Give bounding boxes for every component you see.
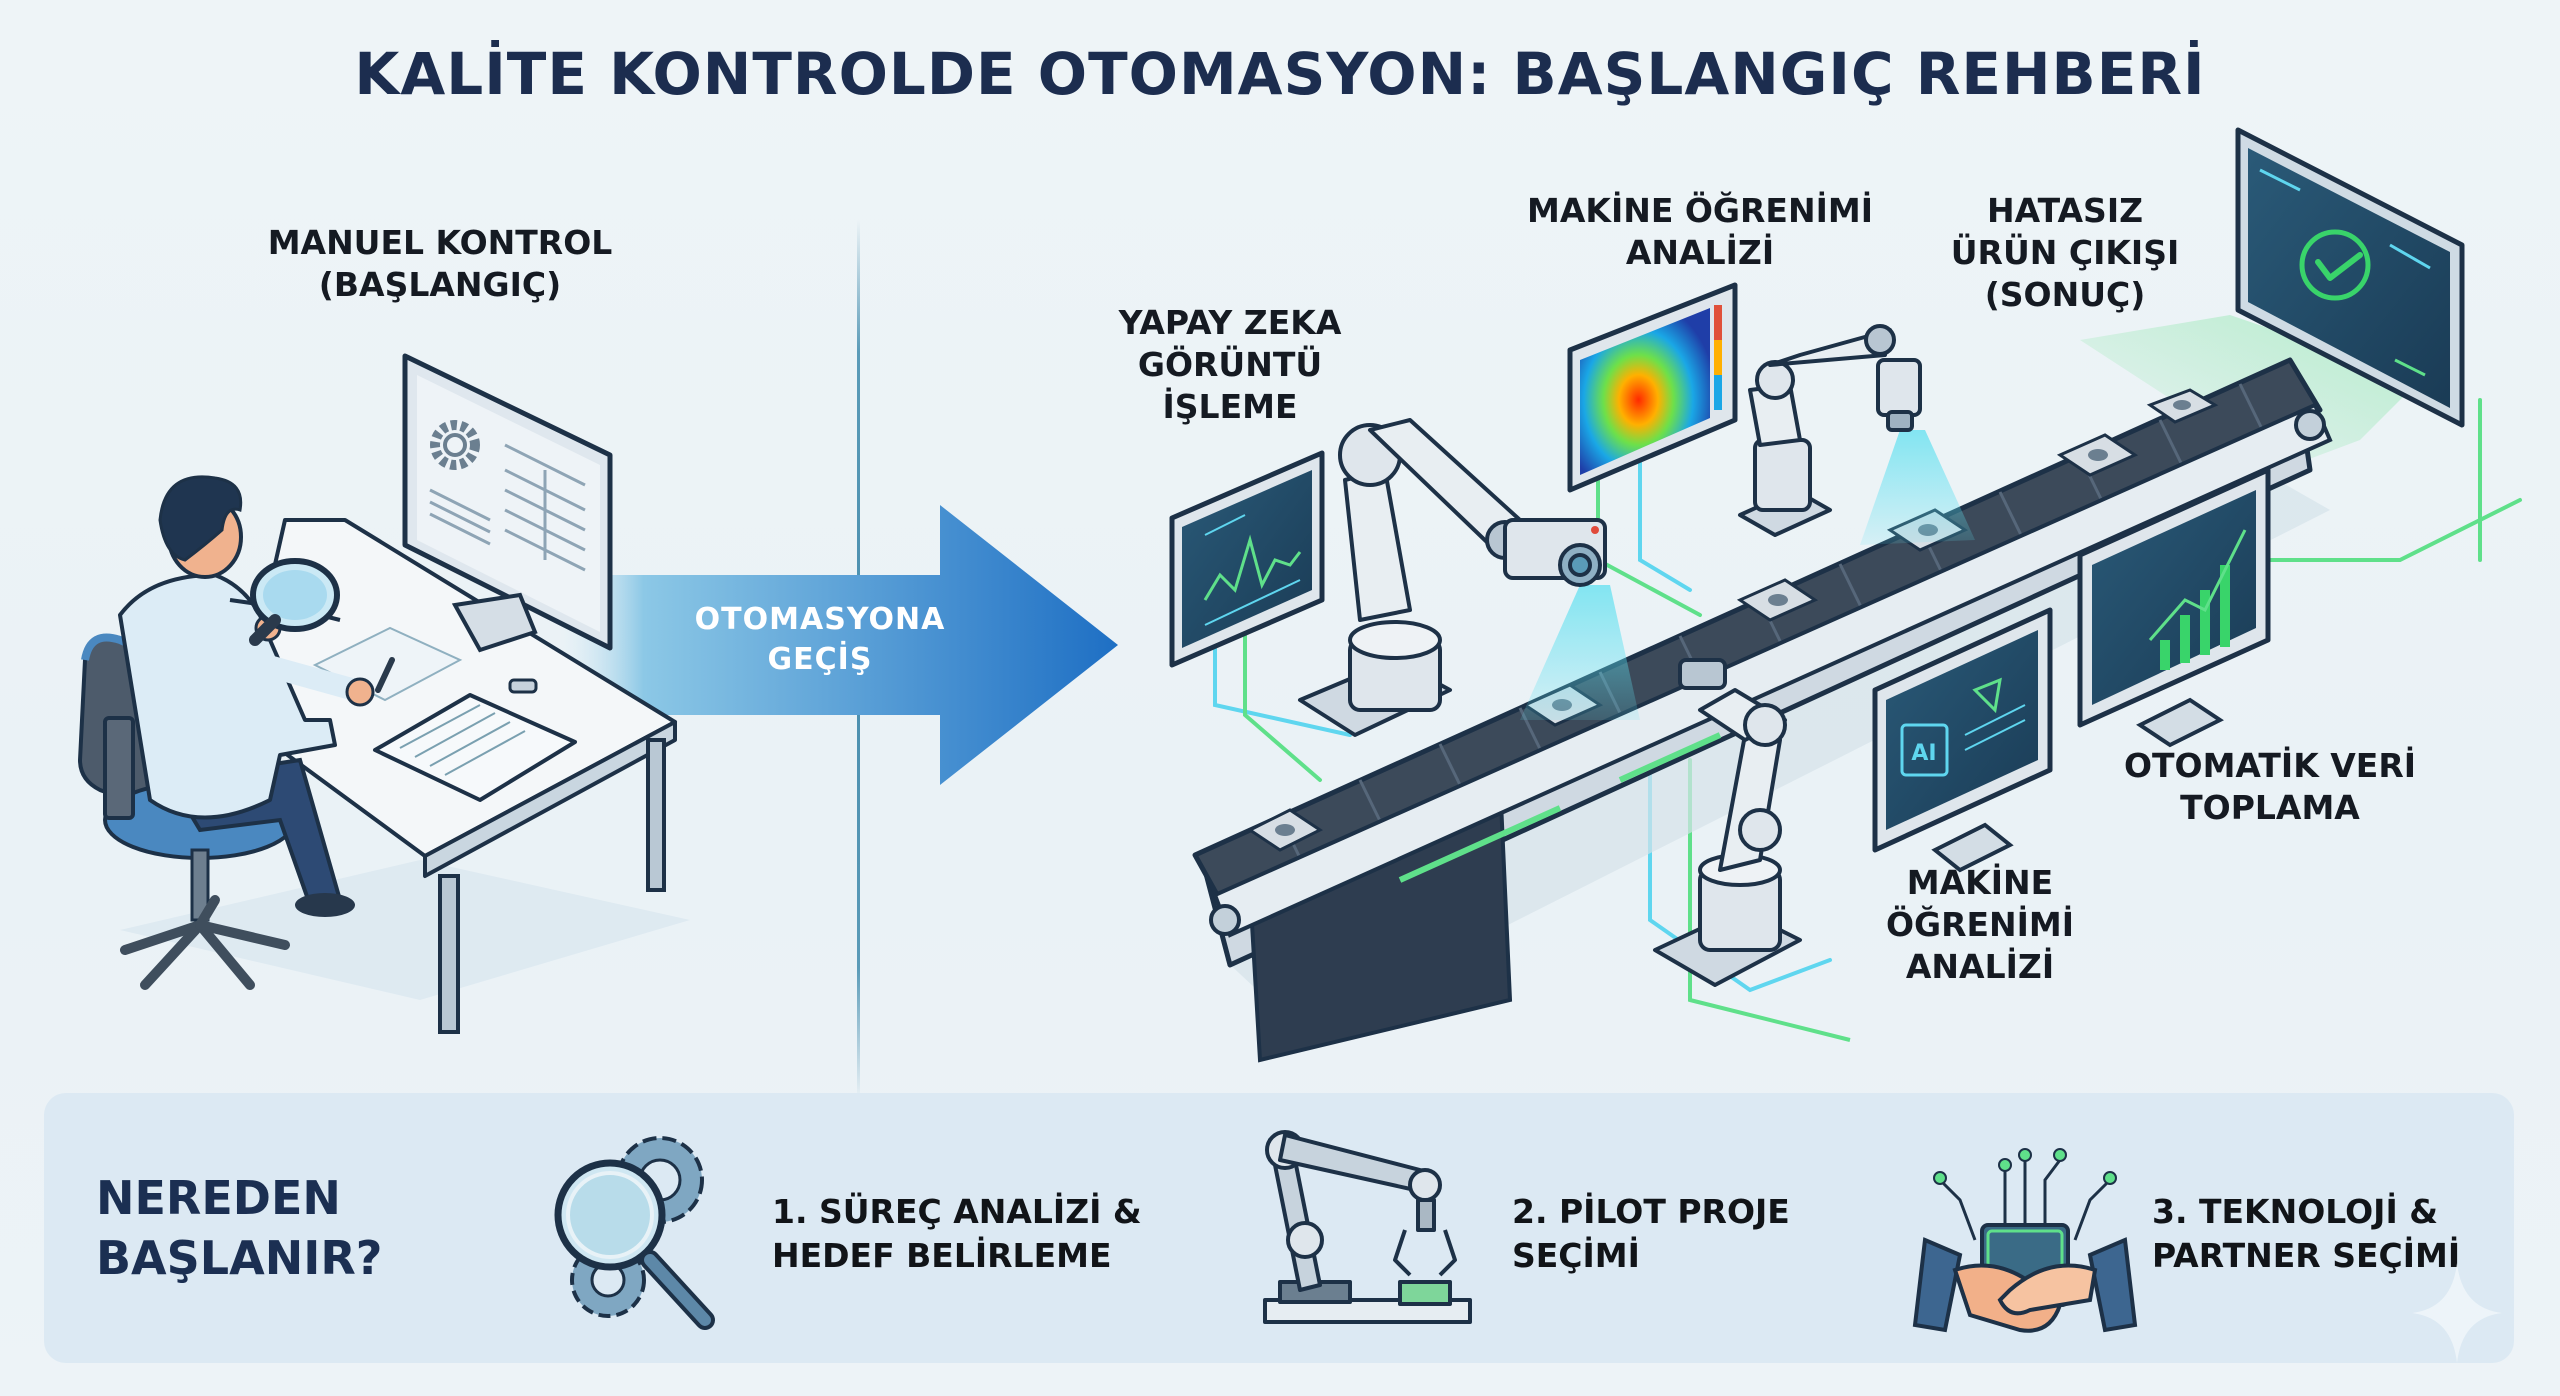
ai-monitor: AI — [1872, 607, 2053, 873]
manual-control-label: MANUEL KONTROL (BAŞLANGIÇ) — [160, 222, 720, 306]
step-2-line-1: 2. PİLOT PROJE — [1512, 1192, 1790, 1231]
ai-monitor-text: AI — [1911, 741, 1936, 766]
step-1-line-2: HEDEF BELİRLEME — [772, 1236, 1112, 1275]
step-2-label: 2. PİLOT PROJE SEÇİMİ — [1512, 1190, 1790, 1278]
ml-analysis-bottom-line-3: ANALİZİ — [1905, 947, 2055, 986]
ml-analysis-top-line-2: ANALİZİ — [1625, 233, 1775, 272]
sparkle-icon — [2412, 1263, 2502, 1363]
defect-free-line-1: HATASIZ — [1986, 191, 2144, 230]
step-3-label: 3. TEKNOLOJİ & PARTNER SEÇİMİ — [2152, 1190, 2460, 1278]
step-1-label: 1. SÜREÇ ANALİZİ & HEDEF BELİRLEME — [772, 1190, 1142, 1278]
ml-analysis-bottom-line-1: MAKİNE — [1906, 863, 2054, 902]
defect-free-line-2: ÜRÜN ÇIKIŞI — [1950, 233, 2180, 272]
ml-analysis-bottom-label: MAKİNE ÖĞRENİMİ ANALİZİ — [1880, 862, 2080, 988]
ml-analysis-bottom-line-2: ÖĞRENİMİ — [1885, 905, 2075, 944]
manual-inspection-illustration — [77, 353, 690, 1034]
ai-vision-line-3: İŞLEME — [1162, 387, 1298, 426]
ai-vision-line-2: GÖRÜNTÜ — [1137, 345, 1323, 384]
ai-vision-line-1: YAPAY ZEKA — [1118, 303, 1342, 342]
transition-label-line-2: GEÇİŞ — [767, 642, 873, 677]
defect-free-output-label: HATASIZ ÜRÜN ÇIKIŞI (SONUÇ) — [1930, 190, 2200, 316]
heading-line-1: NEREDEN — [96, 1171, 341, 1225]
heading-line-2: BAŞLANIR? — [96, 1231, 383, 1285]
manual-control-line-1: MANUEL KONTROL — [267, 223, 613, 262]
auto-data-line-2: TOPLAMA — [2180, 788, 2360, 827]
ml-analysis-top-label: MAKİNE ÖĞRENİMİ ANALİZİ — [1520, 190, 1880, 274]
transition-label-line-1: OTOMASYONA — [694, 602, 946, 637]
getting-started-heading: NEREDEN BAŞLANIR? — [96, 1168, 382, 1288]
ml-analysis-top-line-1: MAKİNE ÖĞRENİMİ — [1527, 191, 1873, 230]
step-3-line-2: PARTNER SEÇİMİ — [2152, 1236, 2461, 1275]
auto-data-line-1: OTOMATİK VERİ — [2123, 746, 2417, 785]
defect-free-monitor — [2235, 127, 2465, 428]
step-3-line-1: 3. TEKNOLOJİ & — [2152, 1192, 2439, 1231]
manual-control-line-2: (BAŞLANGIÇ) — [318, 265, 562, 304]
defect-free-line-3: (SONUÇ) — [1984, 275, 2146, 314]
data-chart-monitor — [2077, 467, 2271, 748]
ai-vision-label: YAPAY ZEKA GÖRÜNTÜ İŞLEME — [1100, 302, 1360, 428]
automation-factory-illustration: AI — [1169, 127, 2522, 1063]
transition-arrow — [560, 505, 1118, 785]
waveform-monitor — [1169, 450, 1325, 668]
auto-data-collection-label: OTOMATİK VERİ TOPLAMA — [2100, 745, 2440, 829]
step-1-line-1: 1. SÜREÇ ANALİZİ & — [772, 1192, 1142, 1231]
getting-started-panel — [44, 1093, 2514, 1363]
heatmap-monitor — [1567, 282, 1738, 493]
step-2-line-2: SEÇİMİ — [1512, 1236, 1640, 1275]
page-title: KALİTE KONTROLDE OTOMASYON: BAŞLANGIÇ RE… — [354, 40, 2206, 108]
transition-arrow-label: OTOMASYONA GEÇİŞ — [660, 600, 980, 680]
